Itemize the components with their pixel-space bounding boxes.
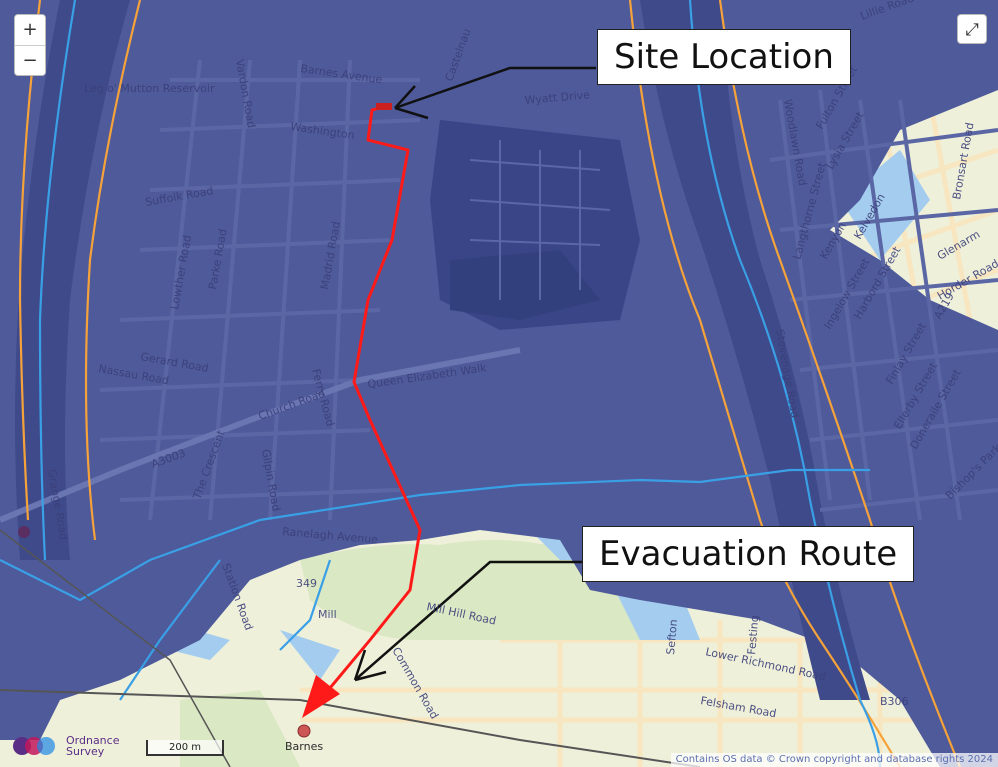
place-label-barnes: Barnes bbox=[285, 740, 323, 753]
street-label: Wyatt Drive bbox=[524, 88, 590, 107]
os-logo-icon bbox=[13, 737, 55, 755]
zoom-out-button[interactable]: − bbox=[15, 45, 45, 75]
fullscreen-button[interactable]: ⤢ bbox=[957, 14, 987, 44]
site-marker bbox=[376, 103, 392, 110]
street-label: Sefton bbox=[664, 619, 680, 655]
scale-bar: 200 m bbox=[146, 740, 224, 756]
road-number-label: 349 bbox=[296, 577, 317, 590]
barnes-station-icon[interactable] bbox=[297, 724, 311, 738]
wetland-lake bbox=[450, 250, 600, 320]
ordnance-survey-logo: Ordnance Survey bbox=[12, 732, 119, 760]
common-green bbox=[300, 540, 640, 640]
zoom-in-button[interactable]: + bbox=[15, 15, 45, 45]
rail-line bbox=[0, 689, 701, 767]
river-band-east bbox=[640, 0, 870, 700]
attribution-text: Contains OS data © Crown copyright and d… bbox=[670, 753, 998, 767]
street-label: Festing bbox=[745, 615, 761, 656]
street-label: B306 bbox=[880, 695, 909, 708]
a3003-road bbox=[0, 347, 521, 523]
water-label: Leg o' Mutton Reservoir bbox=[84, 82, 215, 95]
rail-line-branch bbox=[0, 529, 231, 767]
river-band-west bbox=[15, 0, 130, 560]
os-logo-line1: Ordnance bbox=[66, 734, 120, 747]
station-marker-icon[interactable] bbox=[18, 526, 30, 538]
admin-boundaries bbox=[18, 0, 962, 767]
zoom-control: + − bbox=[14, 14, 46, 76]
site-location-callout: Site Location bbox=[597, 29, 851, 85]
evacuation-route bbox=[318, 104, 422, 701]
route-arrowhead bbox=[302, 675, 340, 718]
os-logo-line2: Survey bbox=[66, 745, 105, 758]
river-lines bbox=[0, 0, 882, 767]
street-label: Mill bbox=[318, 608, 337, 621]
evacuation-route-callout: Evacuation Route bbox=[582, 526, 915, 582]
wetland-paths bbox=[469, 140, 611, 300]
callout-arrows bbox=[353, 66, 596, 682]
flood-street-grid bbox=[99, 59, 998, 521]
